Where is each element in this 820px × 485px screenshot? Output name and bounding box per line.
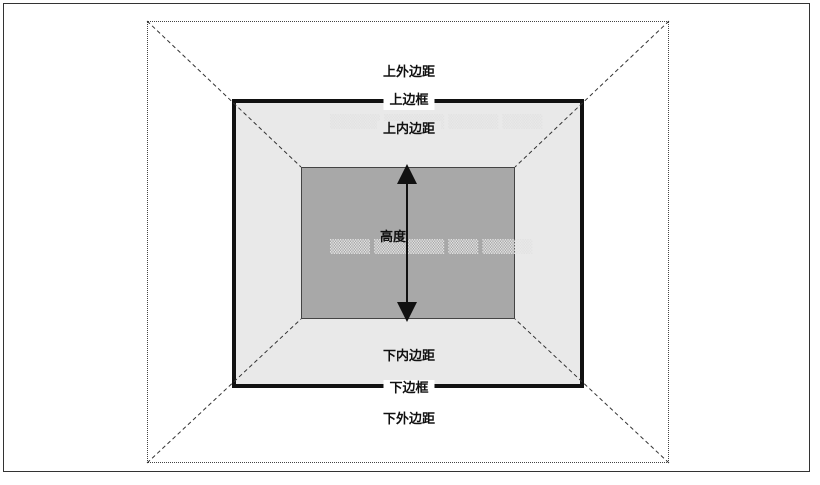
diagonal-guide-bottom-left bbox=[146, 318, 302, 464]
diagonal-guide-top-left bbox=[146, 20, 302, 168]
diagonal-guide-top-right bbox=[514, 20, 670, 168]
bottom-margin-label: 下外边距 bbox=[376, 411, 442, 429]
figure-frame bbox=[3, 3, 810, 472]
height-label: 高度 bbox=[379, 230, 407, 245]
top-border-label: 上边框 bbox=[383, 92, 435, 110]
bottom-padding-label: 下内边距 bbox=[376, 348, 442, 366]
top-padding-label: 上内边距 bbox=[376, 121, 442, 139]
bottom-border-label: 下边框 bbox=[383, 380, 435, 398]
diagonal-guide-bottom-right bbox=[514, 318, 670, 464]
top-margin-label: 上外边距 bbox=[376, 64, 442, 82]
scan-artifact: ▒▒▒▒ ▒▒▒▒▒▒▒ ▒▒▒ ▒▒▒▒▒ bbox=[330, 240, 533, 255]
